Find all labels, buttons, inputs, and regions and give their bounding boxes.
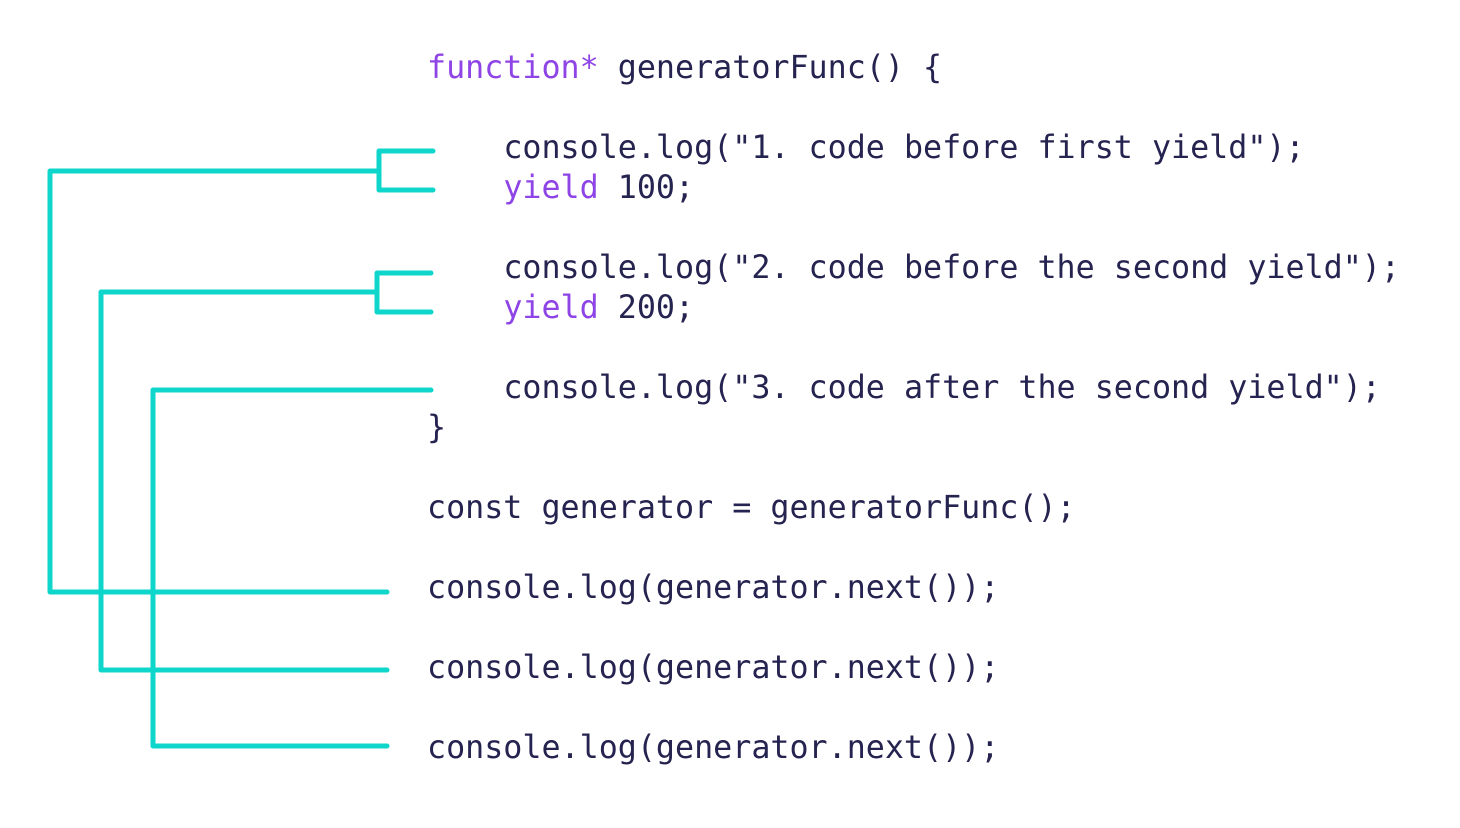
code-text: console.log("1. code before first yield"…	[503, 130, 1305, 166]
indent	[427, 370, 503, 406]
code-line-const-generator: const generator = generatorFunc();	[427, 488, 1400, 528]
code-line-log-1: console.log("1. code before first yield"…	[427, 128, 1400, 168]
indent	[427, 170, 503, 206]
blank-line	[427, 528, 1400, 568]
code-line-log-3: console.log("3. code after the second yi…	[427, 368, 1400, 408]
indent	[427, 130, 503, 166]
blank-line	[427, 208, 1400, 248]
code-text: console.log(generator.next());	[427, 730, 1000, 766]
blank-line	[427, 448, 1400, 488]
third-next-call-connector	[150, 387, 434, 749]
code-text: const generator = generatorFunc();	[427, 490, 1076, 526]
code-line-next-call-2: console.log(generator.next());	[427, 648, 1400, 688]
code-line-next-call-1: console.log(generator.next());	[427, 568, 1400, 608]
code-text: generatorFunc() {	[598, 50, 943, 86]
blank-line	[427, 328, 1400, 368]
code-line-yield-100: yield 100;	[427, 168, 1400, 208]
code-text: 200;	[598, 290, 695, 326]
code-line-yield-200: yield 200;	[427, 288, 1400, 328]
indent	[427, 250, 503, 286]
code-text: }	[427, 410, 447, 446]
keyword: function*	[427, 50, 599, 86]
code-line-close-brace: }	[427, 408, 1400, 448]
code-line-log-2: console.log("2. code before the second y…	[427, 248, 1400, 288]
code-text: console.log(generator.next());	[427, 650, 1000, 686]
code-line-function-decl: function* generatorFunc() {	[427, 48, 1400, 88]
indent	[427, 290, 503, 326]
keyword: yield	[503, 290, 599, 326]
second-next-call-connector	[98, 270, 434, 673]
keyword: yield	[503, 170, 599, 206]
code-line-next-call-3: console.log(generator.next());	[427, 728, 1400, 768]
code-text: 100;	[598, 170, 695, 206]
code-block: function* generatorFunc() { console.log(…	[427, 48, 1400, 768]
blank-line	[427, 608, 1400, 648]
first-next-call-connector	[47, 148, 436, 595]
code-text: console.log("3. code after the second yi…	[503, 370, 1381, 406]
code-text: console.log(generator.next());	[427, 570, 1000, 606]
blank-line	[427, 88, 1400, 128]
blank-line	[427, 688, 1400, 728]
code-text: console.log("2. code before the second y…	[503, 250, 1400, 286]
